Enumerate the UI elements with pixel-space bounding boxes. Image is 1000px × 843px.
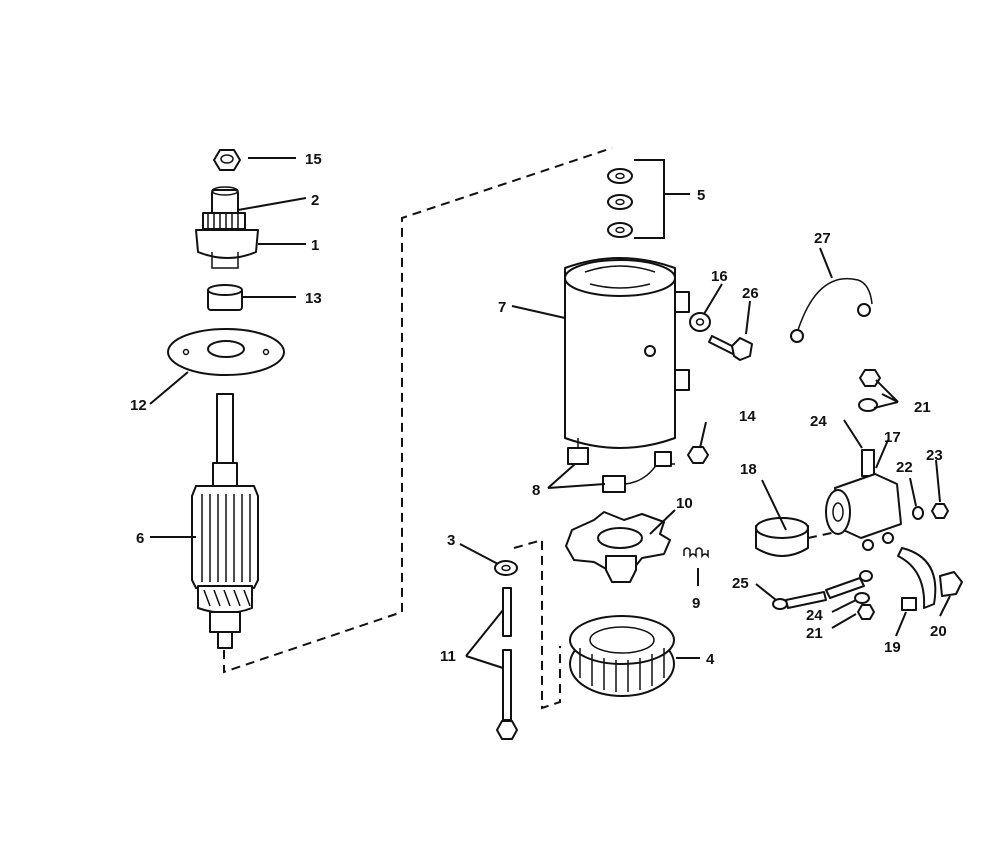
part-21-nut-top [859, 369, 881, 387]
part-12-end-plate [167, 328, 285, 376]
callout-12: 12 [130, 397, 147, 414]
part-19-shift-lever [897, 547, 937, 611]
part-4-commutator-end-cap [569, 615, 675, 697]
callout-19: 19 [884, 639, 901, 656]
assembly-line-solenoid [807, 531, 837, 539]
callout-15: 15 [305, 151, 322, 168]
part-20-plunger [939, 571, 963, 597]
part-5-washers [607, 168, 633, 238]
callout-27: 27 [814, 230, 831, 247]
part-18-sleeve [755, 517, 809, 557]
part-7-field-frame [564, 257, 690, 449]
part-11-through-bolts [496, 587, 518, 740]
part-3-washer [494, 560, 518, 576]
part-1-drive-assembly [195, 186, 259, 269]
part-15-nut [213, 149, 241, 171]
callout-9: 9 [692, 595, 700, 612]
part-22-washer [912, 506, 924, 520]
callout-11: 11 [440, 648, 456, 665]
assembly-line-frame [223, 147, 613, 674]
callout-16: 16 [711, 268, 728, 285]
callout-22: 22 [896, 459, 913, 476]
part-6-armature [191, 393, 259, 649]
callout-20: 20 [930, 623, 947, 640]
callout-2: 2 [311, 192, 319, 209]
callout-13: 13 [305, 290, 322, 307]
callout-1: 1 [311, 237, 319, 254]
callout-25: 25 [732, 575, 749, 592]
part-25-link [772, 570, 873, 610]
callout-labels: 15 2 1 13 12 6 5 7 8 14 16 26 27 3 11 10… [130, 151, 947, 668]
part-23-nut [931, 503, 949, 519]
callout-3: 3 [447, 532, 455, 549]
callout-14: 14 [739, 408, 756, 425]
callout-7: 7 [498, 299, 506, 316]
part-26-bolt [708, 335, 753, 361]
part-21-nut-bottom [857, 604, 875, 620]
part-24-washer-bottom [854, 592, 870, 604]
callout-10: 10 [676, 495, 693, 512]
callout-21-top: 21 [914, 399, 931, 416]
assembly-line-bolts [513, 538, 561, 710]
callout-8: 8 [532, 482, 540, 499]
part-16-lockwasher [689, 312, 711, 332]
callout-18: 18 [740, 461, 757, 478]
callout-21-bottom: 21 [806, 625, 823, 642]
callout-24-bottom: 24 [806, 607, 823, 624]
part-8-field-leads [567, 438, 675, 493]
part-27-cable [790, 277, 873, 343]
callout-6: 6 [136, 530, 144, 547]
part-9-brush-springs [683, 547, 709, 559]
callout-17: 17 [884, 429, 901, 446]
part-17-solenoid [825, 449, 902, 551]
callout-4: 4 [706, 651, 715, 668]
part-14-nut [687, 446, 709, 464]
part-13-bushing [207, 284, 243, 311]
part-24-washer-top [858, 398, 878, 412]
part-10-brush-plate [565, 511, 671, 583]
callout-23: 23 [926, 447, 943, 464]
callout-5: 5 [697, 187, 705, 204]
callout-26: 26 [742, 285, 759, 302]
callout-24-top: 24 [810, 413, 827, 430]
leader-lines [149, 157, 951, 669]
